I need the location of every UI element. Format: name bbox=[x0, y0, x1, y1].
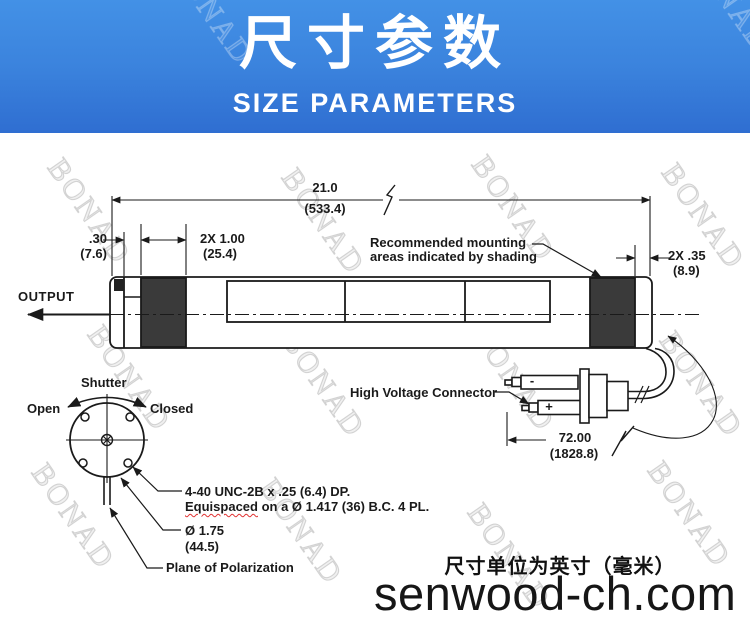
thread-note-line2: Equispaced on a Ø 1.417 (36) B.C. 4 PL. bbox=[185, 499, 430, 515]
dim-right-cap-mm: (8.9) bbox=[673, 263, 700, 278]
dim-cable-inch: 72.00 bbox=[558, 430, 592, 445]
website-text: senwood-ch.com bbox=[374, 567, 737, 620]
dim-length-mm: (533.4) bbox=[304, 201, 346, 216]
leader-lines bbox=[109, 243, 602, 569]
center-aperture bbox=[100, 433, 114, 447]
page-title: 尺寸参数 bbox=[238, 11, 511, 76]
page-subtitle: SIZE PARAMETERS bbox=[232, 88, 518, 118]
dim-diameter-mm: (44.5) bbox=[185, 539, 219, 554]
shutter-end-view bbox=[66, 394, 148, 505]
connector-minus-mark: - bbox=[529, 373, 535, 388]
mounting-band-left bbox=[140, 277, 187, 348]
mounting-note-line1: Recommended mounting bbox=[370, 235, 527, 250]
dim-left-cap-inch: .30 bbox=[88, 231, 107, 246]
shutter-label: Shutter bbox=[81, 375, 127, 390]
mounting-hole bbox=[123, 458, 133, 468]
shutter-open-label: Open bbox=[27, 401, 61, 416]
dim-length-inch: 21.0 bbox=[312, 180, 338, 195]
dimension-lines bbox=[103, 184, 717, 457]
thread-note-line1: 4-40 UNC-2B x .25 (6.4) DP. bbox=[185, 484, 351, 499]
units-note: 尺寸单位为英寸（毫米） bbox=[444, 556, 676, 578]
mounting-hole bbox=[78, 458, 88, 468]
dim-mount-band-mm: (25.4) bbox=[203, 246, 237, 261]
shutter-knob bbox=[114, 279, 124, 291]
hv-connector bbox=[504, 347, 675, 424]
thread-note-line2-rest: on a Ø 1.417 (36) B.C. 4 PL. bbox=[257, 499, 430, 514]
output-label: OUTPUT bbox=[18, 289, 75, 304]
mounting-band-right bbox=[589, 277, 636, 348]
polarization-label: Plane of Polarization bbox=[166, 560, 294, 575]
dim-cable-mm: (1828.8) bbox=[549, 446, 599, 461]
mounting-note-line2: areas indicated by shading bbox=[370, 249, 537, 264]
mounting-hole bbox=[80, 412, 90, 422]
dim-mount-band-inch: 2X 1.00 bbox=[200, 231, 245, 246]
connector-plus-mark: + bbox=[545, 399, 553, 414]
hv-connector-label: High Voltage Connector bbox=[350, 385, 498, 400]
laser-tube-outline bbox=[109, 276, 653, 349]
dim-diameter-inch: Ø 1.75 bbox=[185, 523, 225, 538]
dim-left-cap-mm: (7.6) bbox=[80, 246, 107, 261]
thread-note-underlined-word: Equispaced bbox=[185, 499, 258, 514]
connector-cable bbox=[628, 347, 675, 404]
shutter-closed-label: Closed bbox=[150, 401, 194, 416]
mounting-hole bbox=[125, 412, 135, 422]
dim-right-cap-inch: 2X .35 bbox=[668, 248, 706, 263]
header-banner: BONAD BONAD 尺寸参数 SIZE PARAMETERS bbox=[0, 0, 750, 133]
